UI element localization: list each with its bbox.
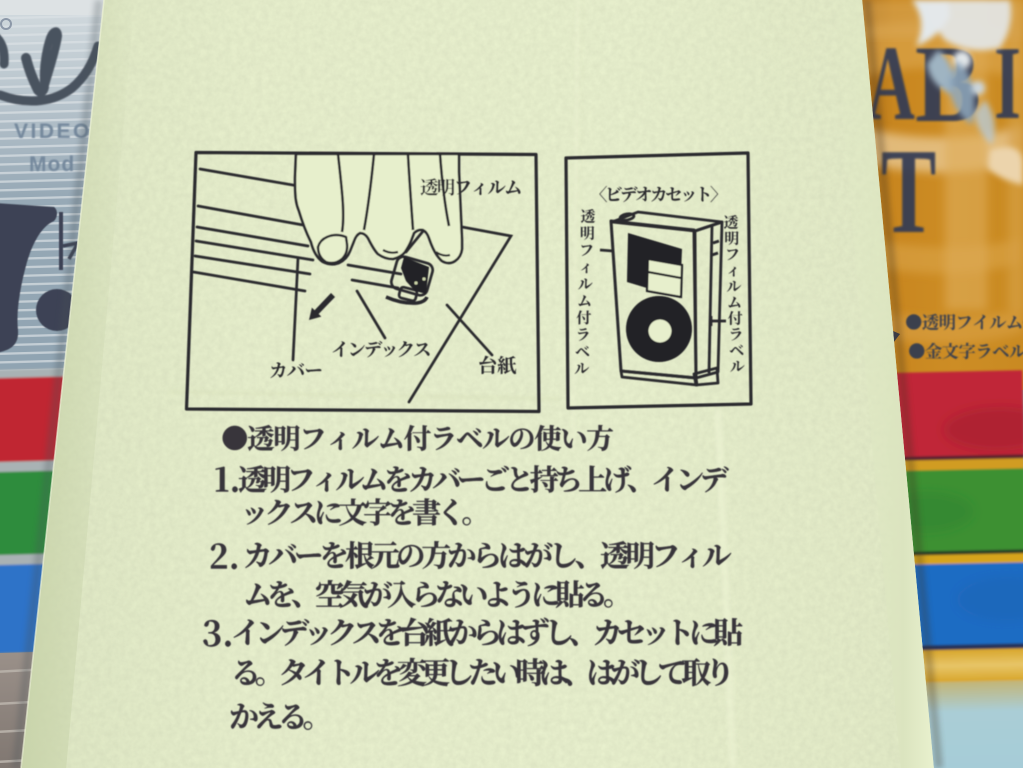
svg-text:Mod: Mod — [29, 153, 75, 176]
svg-text:VIDEO: VIDEO — [14, 120, 92, 143]
